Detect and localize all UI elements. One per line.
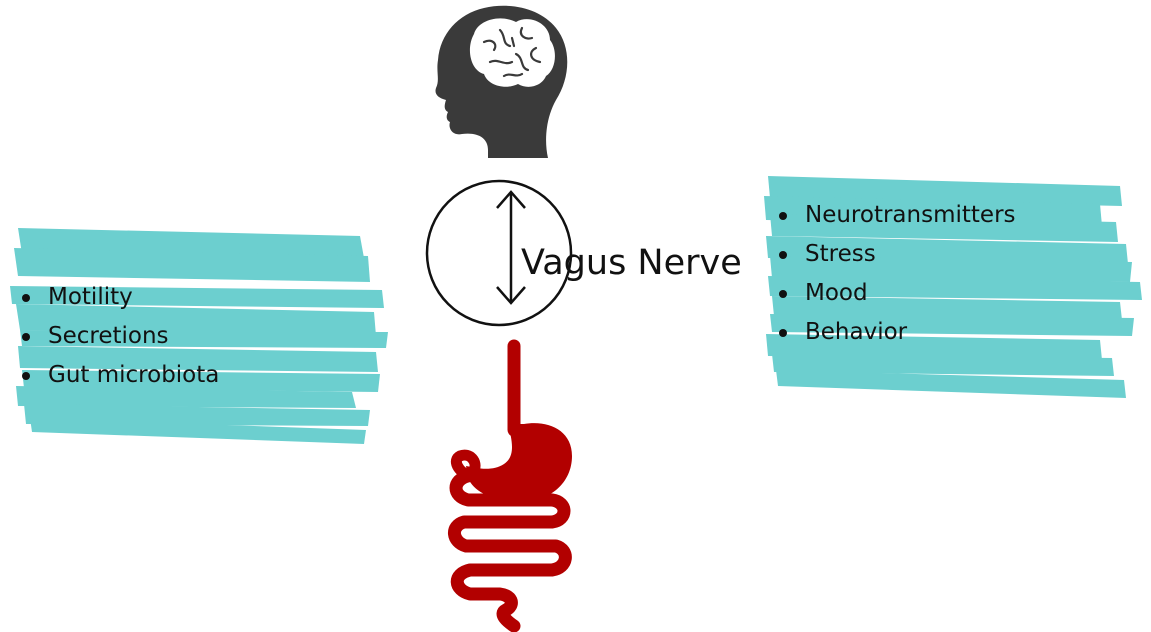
list-item: Mood [775,274,1016,313]
brain-functions-list: Neurotransmitters Stress Mood Behavior [775,196,1016,352]
vagus-nerve-label: Vagus Nerve [521,239,742,287]
gut-functions-list: Motility Secretions Gut microbiota [18,278,219,395]
list-item: Stress [775,235,1016,274]
list-item: Neurotransmitters [775,196,1016,235]
list-item: Secretions [18,317,219,356]
list-item: Behavior [775,313,1016,352]
list-item: Gut microbiota [18,356,219,395]
list-item: Motility [18,278,219,317]
